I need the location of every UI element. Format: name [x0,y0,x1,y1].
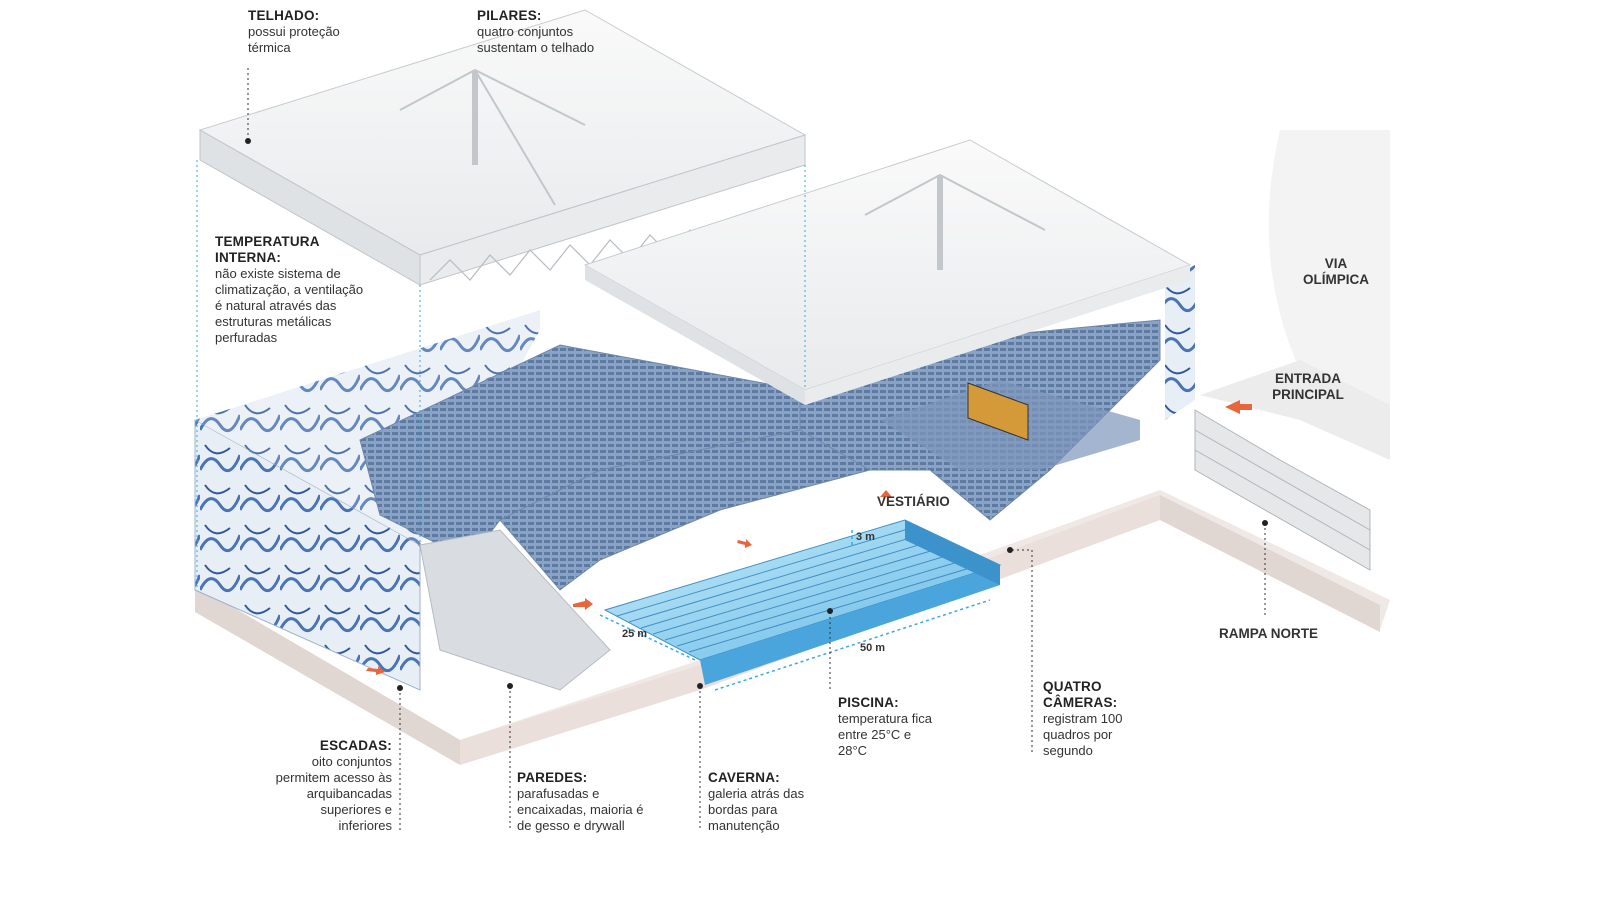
callout-line: inferiores [338,818,392,833]
callout-line: não existe sistema de [215,266,341,281]
callout-line: perfuradas [215,330,278,345]
callout-line: estruturas metálicas [215,314,332,329]
north-ramp [1194,130,1390,571]
callout-title: TELHADO: [248,8,320,23]
label-via-olimpica: VIA OLÍMPICA [1300,256,1372,288]
video-screen [967,382,1029,441]
callout-line: manutenção [708,818,780,833]
callout-line: entre 25°C e [838,727,912,742]
dimension-depth: 3 m [856,531,875,543]
callout-title: INTERNA: [215,250,282,265]
callout-line: térmica [248,40,291,55]
label-vestiario: VESTIÁRIO [877,494,950,509]
callout-title: ESCADAS: [319,738,392,753]
callout-paredes: PAREDES: parafusadas e encaixadas, maior… [517,770,643,834]
callout-piscina: PISCINA: temperatura fica entre 25°C e 2… [838,695,932,759]
callout-line: permitem acesso às [275,770,392,785]
callout-pilares: PILARES: quatro conjuntos sustentam o te… [477,8,594,56]
callout-line: galeria atrás das [708,786,805,801]
callout-line: oito conjuntos [311,754,392,769]
pool [603,519,1002,685]
leader-dots [245,138,1268,691]
callout-temperatura: TEMPERATURA INTERNA: não existe sistema … [215,234,363,346]
dimension-length: 50 m [860,642,886,654]
callout-line: 28°C [838,743,868,758]
leader-lines [247,68,1266,830]
callout-line: segundo [1043,743,1093,758]
callout-telhado: TELHADO: possui proteção térmica [248,8,340,56]
callout-line: climatização, a ventilação [215,282,364,297]
callout-line: superiores e [320,802,392,817]
callout-line: de gesso e drywall [517,818,625,833]
callout-line: temperatura fica [838,711,932,726]
label-line: ENTRADA [1275,371,1341,386]
entrance-arrows [366,400,1252,675]
callout-title: PISCINA: [838,695,899,710]
dimension-lines [599,530,991,691]
callout-line: encaixadas, maioria é [517,802,644,817]
callout-title: PILARES: [477,8,542,23]
callout-line: quatro conjuntos [477,24,574,39]
dimension-width: 25 m [622,628,648,640]
label-line: PRINCIPAL [1272,387,1344,402]
label-entrada-principal: ENTRADA PRINCIPAL [1268,371,1348,403]
callout-line: bordas para [708,802,778,817]
callout-line: arquibancadas [306,786,392,801]
label-line: VIA [1324,256,1348,271]
temperature-guide-lines [196,160,806,590]
callout-line: parafusadas e [517,786,600,801]
label-line: OLÍMPICA [1303,272,1369,287]
roof-lower [583,139,1192,405]
callout-title: TEMPERATURA [215,234,320,249]
callout-cameras: QUATRO CÂMERAS: registram 100 quadros po… [1043,679,1122,759]
label-rampa-norte: RAMPA NORTE [1219,626,1318,641]
callout-line: registram 100 [1043,711,1123,726]
callout-line: é natural através das [215,298,337,313]
callout-title: CÂMERAS: [1043,695,1118,710]
tile-wall [194,265,1195,691]
callout-line: possui proteção [248,24,340,39]
callout-line: sustentam o telhado [477,40,595,55]
callout-escadas: ESCADAS: oito conjuntos permitem acesso … [250,738,392,834]
callout-caverna: CAVERNA: galeria atrás das bordas para m… [708,770,804,834]
callout-title: PAREDES: [517,770,588,785]
callout-title: QUATRO [1043,679,1102,694]
callout-line: quadros por [1043,727,1113,742]
callout-title: CAVERNA: [708,770,780,785]
